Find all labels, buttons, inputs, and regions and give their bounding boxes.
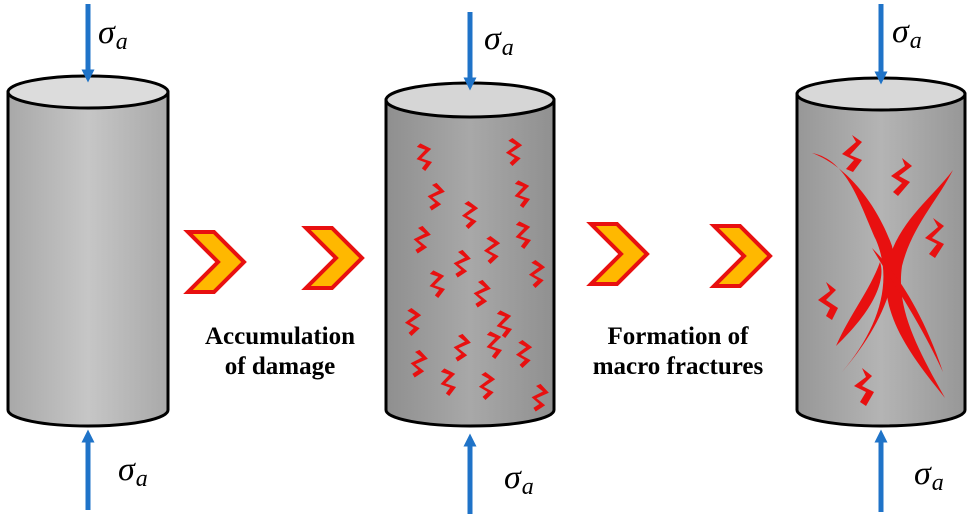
microcrack-icon — [528, 259, 546, 288]
transition-chevron-3 — [586, 222, 650, 286]
microcrack-icon — [496, 310, 513, 338]
microcrack-icon — [514, 180, 531, 208]
macro-fracture-cross-left — [836, 262, 882, 346]
fracture-crack-2 — [891, 158, 912, 196]
microcrack-icon — [473, 279, 491, 308]
transition-chevron-2 — [301, 226, 365, 290]
microcrack-group — [404, 137, 549, 412]
microcrack-icon — [453, 333, 471, 362]
label-formation-line-1: Formation of — [607, 323, 749, 350]
cylinder-intact — [6, 74, 170, 428]
microcrack-icon — [483, 235, 501, 264]
stress-label-top-3: σa — [892, 13, 922, 54]
label-formation-line-2: macro fractures — [592, 353, 764, 380]
microcrack-icon — [461, 200, 479, 229]
label-accumulation-of-damage: Accumulation of damage — [178, 322, 382, 382]
fracture-crack-5 — [854, 368, 874, 406]
microcrack-icon — [515, 339, 533, 368]
cylinder-damage-accumulation — [384, 81, 556, 428]
label-accumulation-line-2: of damage — [224, 353, 336, 380]
microcrack-icon — [505, 137, 523, 166]
microcrack-icon — [486, 331, 503, 359]
fracture-crack-3 — [925, 218, 944, 258]
stress-label-top-2: σa — [484, 20, 514, 61]
stress-label-bottom-1: σa — [118, 451, 148, 492]
microcrack-icon — [410, 349, 428, 378]
label-formation-of-macro-fractures: Formation of macro fractures — [560, 322, 796, 382]
microcrack-icon — [416, 143, 433, 171]
microcrack-icon — [440, 368, 457, 396]
stress-label-top-1: σa — [98, 14, 128, 55]
macro-fracture-group — [812, 135, 953, 406]
microcrack-icon — [413, 225, 431, 254]
label-accumulation-line-1: Accumulation — [205, 323, 355, 350]
microcrack-icon — [531, 383, 549, 412]
stress-label-bottom-2: σa — [504, 459, 534, 500]
transition-chevron-1 — [183, 230, 247, 294]
microcrack-icon — [429, 270, 446, 298]
microcrack-icon — [453, 249, 471, 278]
stress-label-bottom-3: σa — [914, 455, 944, 496]
microcrack-icon — [427, 182, 445, 211]
fracture-crack-4 — [818, 282, 838, 320]
fracture-crack-1 — [842, 135, 862, 172]
microcrack-icon — [515, 221, 532, 249]
microcrack-icon — [404, 307, 422, 336]
transition-chevron-4 — [709, 224, 773, 288]
microcrack-icon — [478, 371, 496, 400]
